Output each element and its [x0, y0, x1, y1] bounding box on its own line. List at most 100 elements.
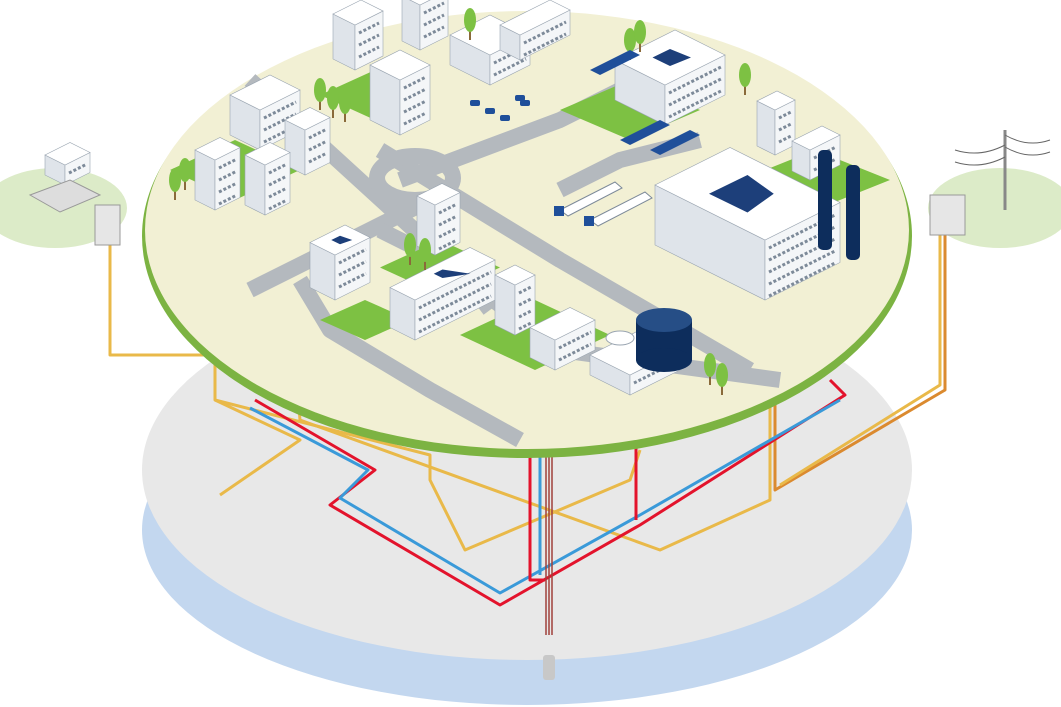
window-row: [768, 261, 837, 298]
tree-trunk: [424, 260, 426, 270]
tree-trunk: [344, 112, 346, 122]
tree-trunk: [744, 85, 746, 95]
tree-icon: [314, 78, 326, 102]
tree-trunk: [639, 42, 641, 52]
meter-cabinet: [94, 204, 121, 246]
car: [470, 100, 480, 106]
tree-icon: [464, 8, 476, 32]
window-row: [358, 33, 380, 47]
window-row: [778, 122, 792, 132]
window-row: [438, 239, 457, 251]
residential-building: [756, 100, 776, 156]
window-row: [403, 99, 427, 114]
residential-building-roof: [416, 183, 461, 206]
grid-line: [773, 230, 947, 492]
chimney: [818, 150, 832, 250]
window-row: [558, 330, 592, 350]
office-building-roof: [409, 0, 431, 6]
car: [520, 100, 530, 106]
solar-panel: [433, 269, 471, 278]
window-row: [268, 187, 287, 199]
tree-trunk: [184, 180, 186, 190]
window-row: [418, 294, 492, 334]
window-row: [523, 20, 567, 45]
solar-panel: [331, 235, 353, 245]
power-line: [779, 230, 942, 487]
tree-icon: [169, 168, 181, 192]
power-line: [214, 398, 642, 552]
truck: [559, 181, 623, 217]
truck-cab: [554, 206, 564, 216]
window-row: [778, 134, 792, 144]
tree-trunk: [469, 30, 471, 40]
bus: [620, 120, 670, 145]
window-row: [518, 309, 532, 319]
power-cable: [1004, 146, 1051, 156]
tree-trunk: [319, 100, 321, 110]
window-row: [423, 25, 445, 39]
window-row: [518, 321, 532, 331]
pipe-network: [108, 230, 947, 635]
window-row: [268, 163, 287, 175]
residential-building: [194, 149, 216, 211]
tank-lid: [605, 330, 635, 346]
window-row: [338, 260, 367, 277]
window-row: [438, 215, 457, 227]
window-row: [263, 112, 297, 132]
car: [515, 95, 525, 101]
power-cable: [954, 156, 1006, 166]
biogas-tank-top: [636, 308, 692, 332]
window-row: [418, 282, 492, 322]
window-row: [218, 182, 237, 194]
hot-pipe: [528, 440, 545, 582]
window-row: [308, 152, 327, 164]
window-row: [218, 158, 237, 170]
window-row: [518, 297, 532, 307]
window-row: [68, 163, 87, 175]
residential-building: [244, 154, 266, 216]
window-row: [358, 21, 380, 35]
truck-cab: [584, 216, 594, 226]
window-row: [338, 272, 367, 289]
window-row: [418, 270, 492, 310]
window-row: [423, 1, 445, 15]
power-cable: [1004, 134, 1051, 144]
window-row: [518, 285, 532, 295]
solar-panel: [652, 49, 691, 66]
tree-icon: [739, 63, 751, 87]
car: [500, 115, 510, 121]
tree-icon: [179, 158, 191, 182]
hot-pipe: [254, 378, 847, 607]
window-row: [438, 203, 457, 215]
window-row: [268, 199, 287, 211]
tree-icon: [624, 28, 636, 52]
tree-icon: [339, 90, 351, 114]
tree-icon: [419, 238, 431, 262]
heat-pump-station-roof: [529, 307, 596, 341]
residential-building-roof: [244, 142, 291, 166]
office-building-roof: [369, 49, 431, 81]
tree-icon: [704, 353, 716, 377]
office-building: [401, 0, 421, 51]
car: [485, 108, 495, 114]
road: [293, 275, 524, 447]
probe-shaft: [543, 655, 555, 680]
window-row: [263, 124, 297, 144]
tree-icon: [716, 363, 728, 387]
window-row: [438, 227, 457, 239]
window-row: [778, 110, 792, 120]
window-row: [423, 13, 445, 27]
transformer-box: [929, 194, 966, 236]
office-building-roof: [284, 107, 331, 131]
office-building-roof: [494, 264, 536, 286]
tree-trunk: [721, 385, 723, 395]
chimney: [846, 165, 860, 260]
tree-icon: [634, 20, 646, 44]
window-row: [403, 87, 427, 102]
residential-building-roof: [194, 137, 241, 161]
office-building-roof: [229, 74, 301, 111]
office-building-roof: [499, 0, 571, 36]
truck: [589, 191, 653, 227]
grass-lot: [320, 300, 410, 340]
